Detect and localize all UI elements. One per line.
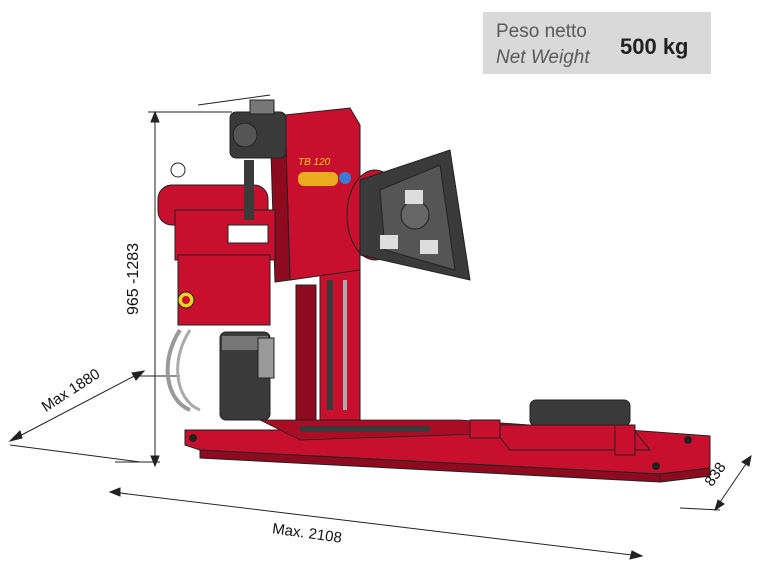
- depth-line: [11, 371, 143, 441]
- length-arrow-left: [108, 487, 121, 497]
- net-weight-label-italian: Peso netto: [496, 21, 587, 42]
- length-arrow-right: [629, 550, 644, 560]
- width-arrow-bottom: [714, 499, 725, 512]
- length-line: [111, 491, 641, 557]
- dimension-lines: [8, 94, 752, 560]
- motor: [229, 99, 287, 159]
- depth-extension-left: [9, 444, 141, 463]
- width-arrow-top: [741, 454, 752, 467]
- model-label: TB 120: [298, 157, 331, 168]
- height-dimension-label: 965 -1283: [125, 242, 143, 316]
- width-line: [715, 457, 751, 509]
- width-extension: [679, 507, 721, 511]
- hydraulic-unit: [165, 328, 275, 421]
- column: [295, 269, 361, 421]
- net-weight-value: 500 kg: [620, 34, 689, 59]
- control-unit: [157, 162, 276, 326]
- stem: [244, 160, 254, 220]
- depth-arrow-left: [8, 430, 23, 442]
- depth-arrow-right: [131, 370, 146, 381]
- roller-carriage: [469, 399, 652, 456]
- height-arrow-top: [150, 110, 160, 123]
- clamping-chuck: [346, 149, 471, 281]
- net-weight-box: Peso netto Net Weight 500 kg: [483, 12, 711, 74]
- net-weight-label-english: Net Weight: [496, 47, 590, 68]
- top-depth-line: [197, 94, 271, 106]
- height-arrow-bottom: [150, 455, 160, 468]
